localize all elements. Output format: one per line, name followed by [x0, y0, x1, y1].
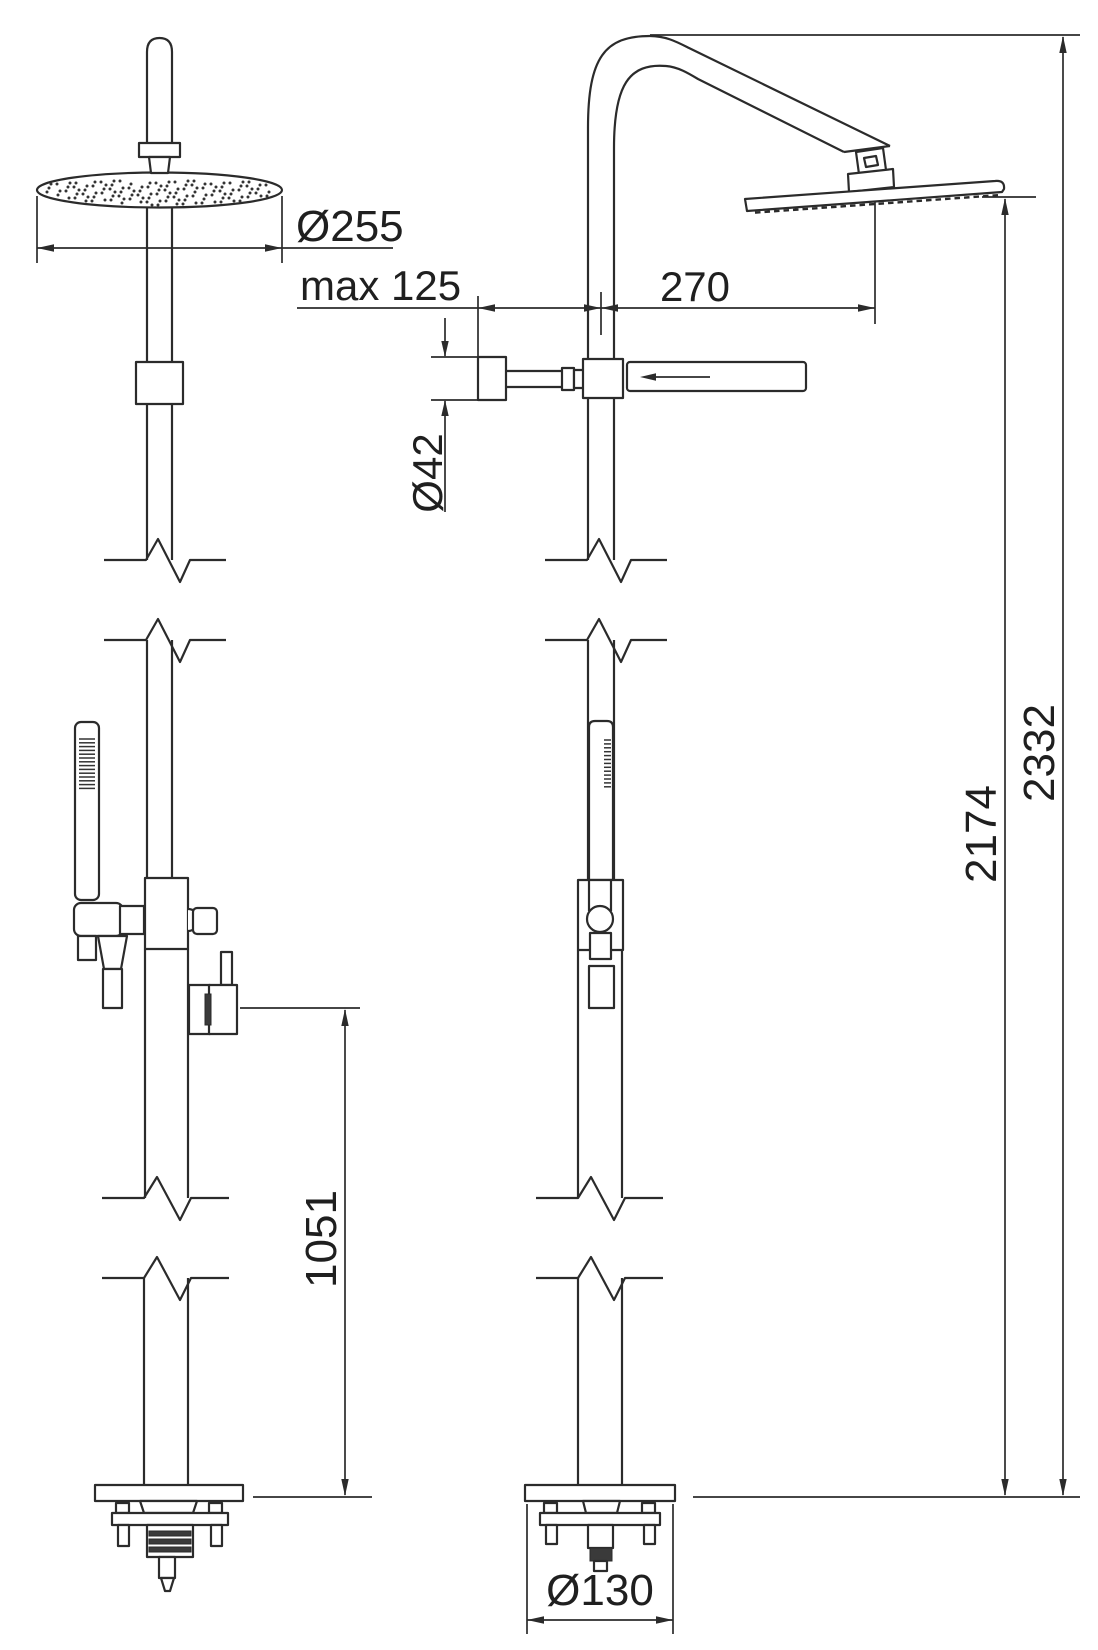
front-column-tube	[143, 949, 190, 1198]
head-nozzle-dashes	[754, 194, 999, 214]
dim-label-overall-height: 2332	[1015, 704, 1064, 802]
front-shower-head	[35, 171, 284, 209]
dim-base-diameter: Ø130	[526, 1504, 674, 1634]
dim-label-holder-diameter: Ø42	[404, 433, 451, 512]
hand-shower-wand	[73, 720, 101, 902]
front-view	[35, 36, 284, 1593]
side-holder-assembly	[476, 355, 808, 402]
diverter-handle	[207, 983, 239, 1036]
pipe-break-symbol	[102, 1255, 229, 1302]
hose-nut	[76, 934, 98, 962]
pipe-break-symbol	[102, 1175, 229, 1222]
slider-block	[581, 357, 625, 400]
mixer-handle-side	[585, 904, 615, 934]
dim-diverter-height: 1051	[240, 1007, 372, 1498]
hand-shower-side	[625, 360, 808, 393]
side-mixer-valve	[576, 878, 625, 1010]
front-riser-pipe-upper	[145, 200, 174, 362]
dim-height-to-head: 2174	[957, 196, 1036, 1496]
dim-overall-height: 2332	[650, 34, 1080, 1498]
pipe-break-symbol	[104, 537, 226, 584]
front-column-tube-bottom	[142, 1278, 190, 1485]
front-slider-block	[134, 360, 185, 406]
hand-shower-holder	[72, 901, 125, 938]
dim-label-diverter-height: 1051	[297, 1190, 346, 1288]
front-mixer-valve	[143, 876, 219, 951]
mixer-knob	[191, 906, 219, 936]
hose-cone	[96, 934, 129, 971]
front-riser-pipe-mid	[145, 404, 174, 560]
side-shower-head	[743, 179, 1006, 214]
front-pipe-cap	[137, 36, 182, 175]
side-column-tube-bottom	[576, 1278, 624, 1485]
pipe-break-symbol	[536, 1255, 663, 1302]
pipe-break-symbol	[536, 1175, 663, 1222]
front-riser-pipe-lower	[145, 640, 174, 878]
hand-shower-spray-face-side	[604, 739, 611, 788]
dim-label-max-offset: max 125	[300, 262, 461, 309]
side-base-assembly	[523, 1483, 677, 1573]
diverter-stem	[219, 950, 234, 987]
head-swivel-joint	[846, 146, 896, 194]
base-plate	[93, 1483, 245, 1503]
pipe-break-symbol	[545, 537, 667, 584]
pipe-break-symbol	[545, 617, 667, 664]
dimensions: Ø255 max 125 270 Ø42	[36, 34, 1080, 1634]
hose-connector	[101, 967, 124, 1010]
side-column-tube	[576, 950, 624, 1198]
holder-knob	[476, 355, 508, 402]
holder-arm	[118, 904, 146, 936]
side-hand-shower	[587, 719, 615, 882]
side-riser-pipe	[586, 398, 616, 560]
dim-label-head-diameter: Ø255	[296, 202, 404, 251]
insert-direction-arrow	[640, 373, 656, 381]
dim-head-diameter: Ø255	[36, 196, 404, 263]
hand-shower-spray-face	[79, 738, 95, 790]
dim-holder-diameter: Ø42	[404, 318, 478, 513]
dim-label-base-diameter: Ø130	[546, 1566, 654, 1615]
front-diverter-valve	[187, 950, 239, 1036]
dim-label-height-to-head: 2174	[957, 785, 1006, 883]
dim-max-offset-and-arm-reach: max 125 270	[297, 202, 876, 359]
side-view	[476, 34, 1006, 1573]
dim-label-arm-reach: 270	[660, 263, 730, 310]
diverter-side	[587, 964, 616, 1010]
front-base-assembly	[93, 1483, 245, 1593]
base-plate-side	[523, 1483, 677, 1503]
spray-nozzle-dots	[45, 179, 271, 207]
pipe-break-symbol	[104, 617, 226, 664]
